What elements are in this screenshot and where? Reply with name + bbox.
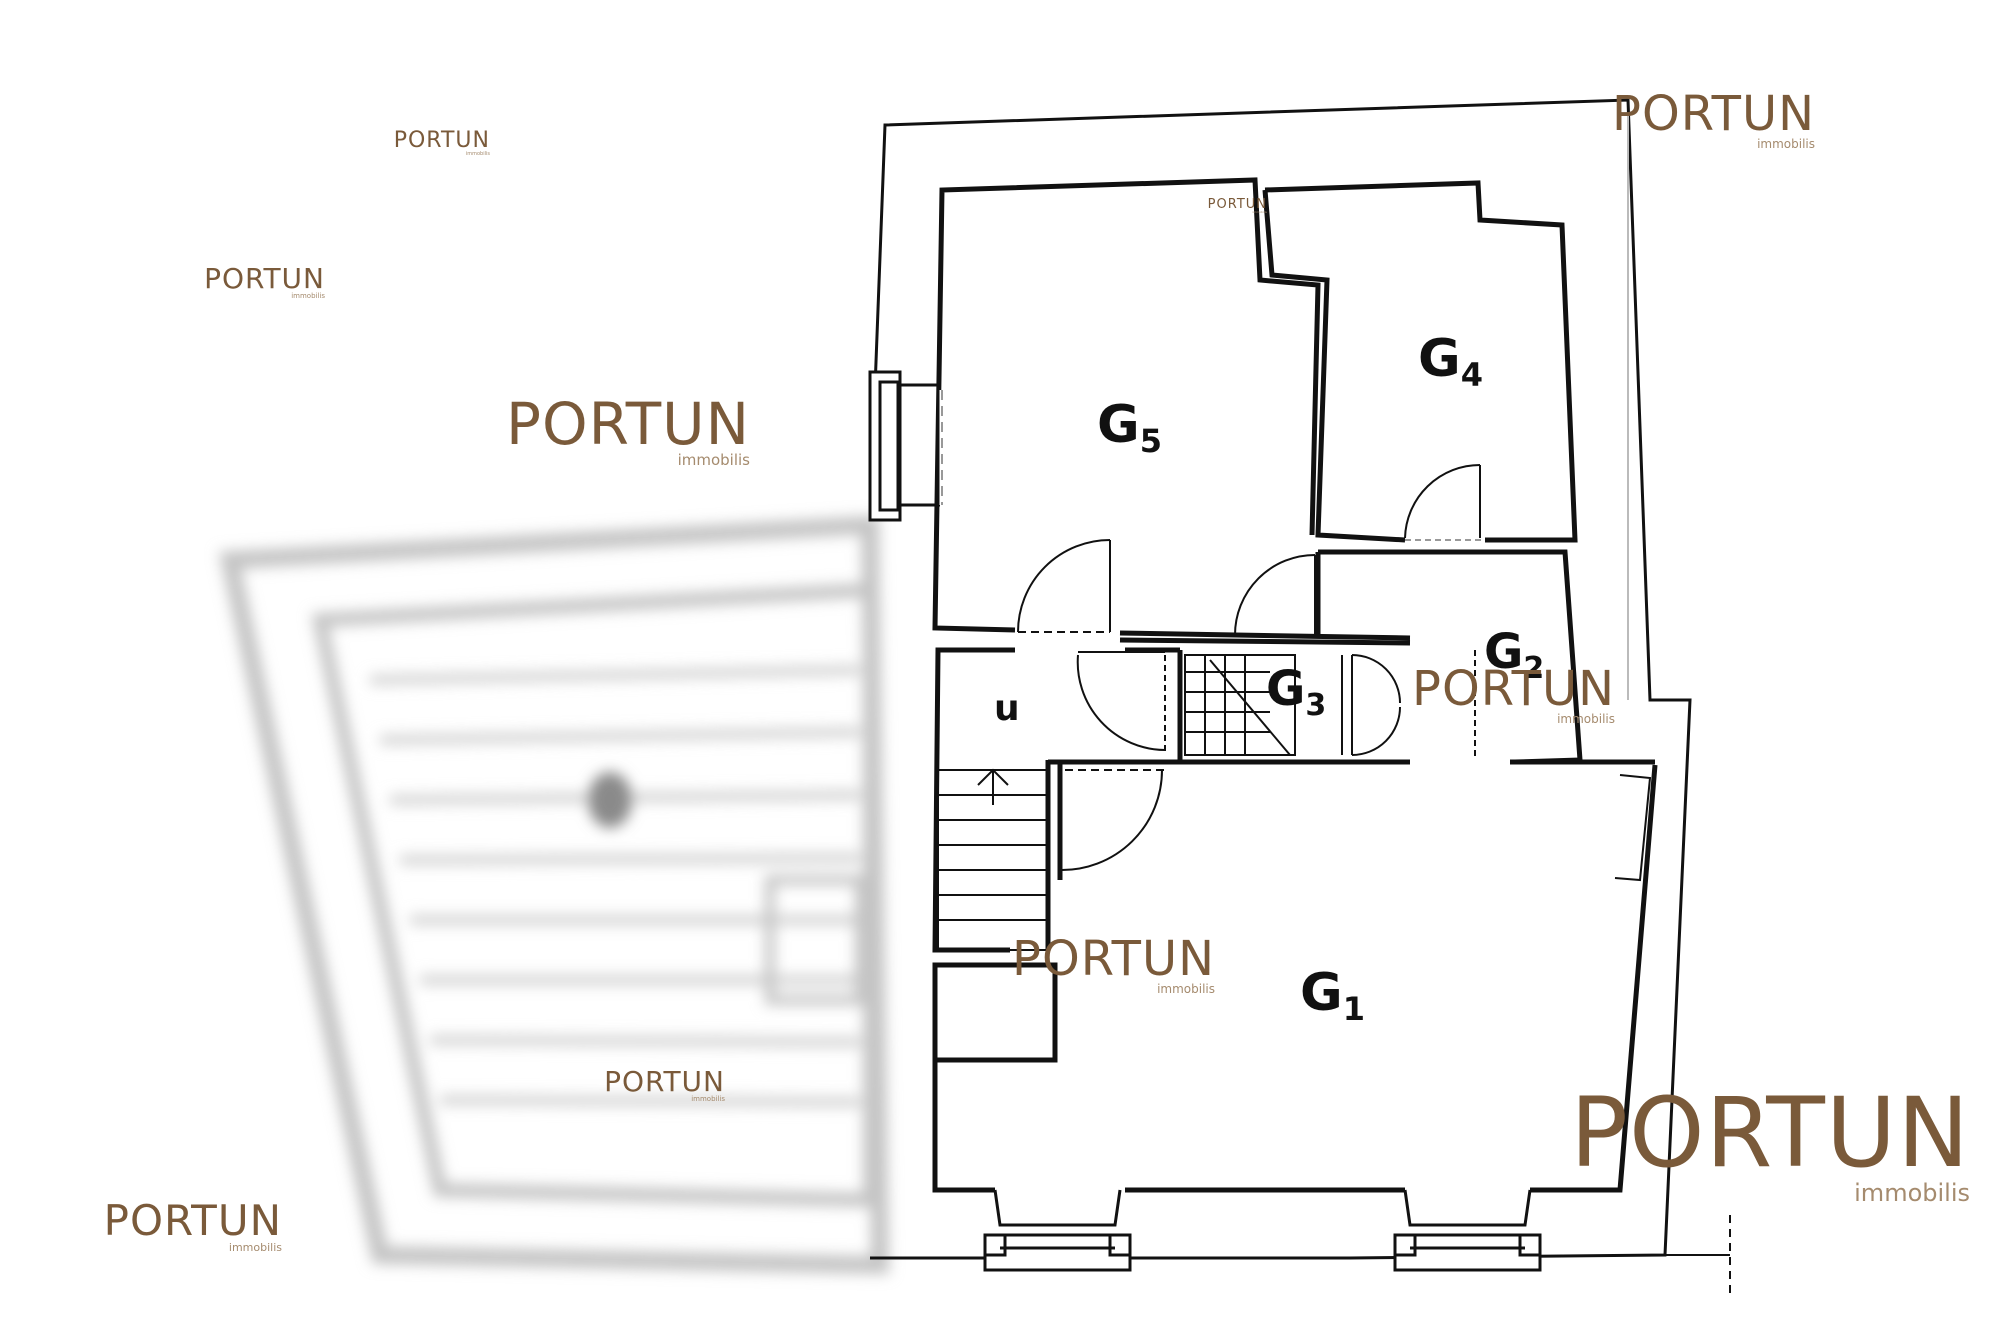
watermark-logo: PORTUN immobilis <box>1612 86 1815 151</box>
watermark-logo: PORTUN immobilis <box>204 262 325 300</box>
blurred-adjacent-plan <box>218 515 890 1275</box>
watermark-logo: PORTUN immobilis <box>393 128 490 157</box>
room-label-g4: G4 <box>1418 329 1483 394</box>
room-g5-walls <box>932 177 1411 641</box>
watermark-logo: PORTUN immobilis <box>1012 931 1215 996</box>
g1-recess <box>1614 774 1652 882</box>
door-g4 <box>1404 464 1481 539</box>
door-g5 <box>1017 539 1111 633</box>
window-bottom-right <box>1393 1189 1542 1272</box>
watermark-logo: PORTUN immobilis <box>506 390 750 469</box>
room-label-g1: G1 <box>1300 963 1365 1028</box>
room-g3-walls <box>1119 637 1655 765</box>
u-stairs <box>937 768 1049 951</box>
watermark-logo: PORTUN immobilis <box>604 1065 725 1103</box>
room-label-g5: G5 <box>1097 395 1162 460</box>
window-bottom-left <box>983 1189 1132 1272</box>
room-label-g3: G3 <box>1266 661 1326 723</box>
door-g3-double <box>1341 650 1476 760</box>
room-label-u: u <box>994 688 1020 729</box>
watermark-logo: PORTUN immobilis <box>1412 661 1615 726</box>
door-g1 <box>1059 769 1165 872</box>
room-g4-walls <box>1262 180 1578 543</box>
room-label-g2: G2 <box>1484 624 1544 686</box>
watermark-logo: PORTUN immobilis <box>103 1196 282 1254</box>
door-g2 <box>1234 554 1316 636</box>
window-left <box>868 370 940 522</box>
watermark-logo: PORTUN immobilis <box>1570 1077 1970 1207</box>
g3-stairs <box>1184 654 1296 756</box>
watermark-logo: PORTUN immobilis <box>1207 197 1267 214</box>
door-u <box>1076 651 1166 752</box>
